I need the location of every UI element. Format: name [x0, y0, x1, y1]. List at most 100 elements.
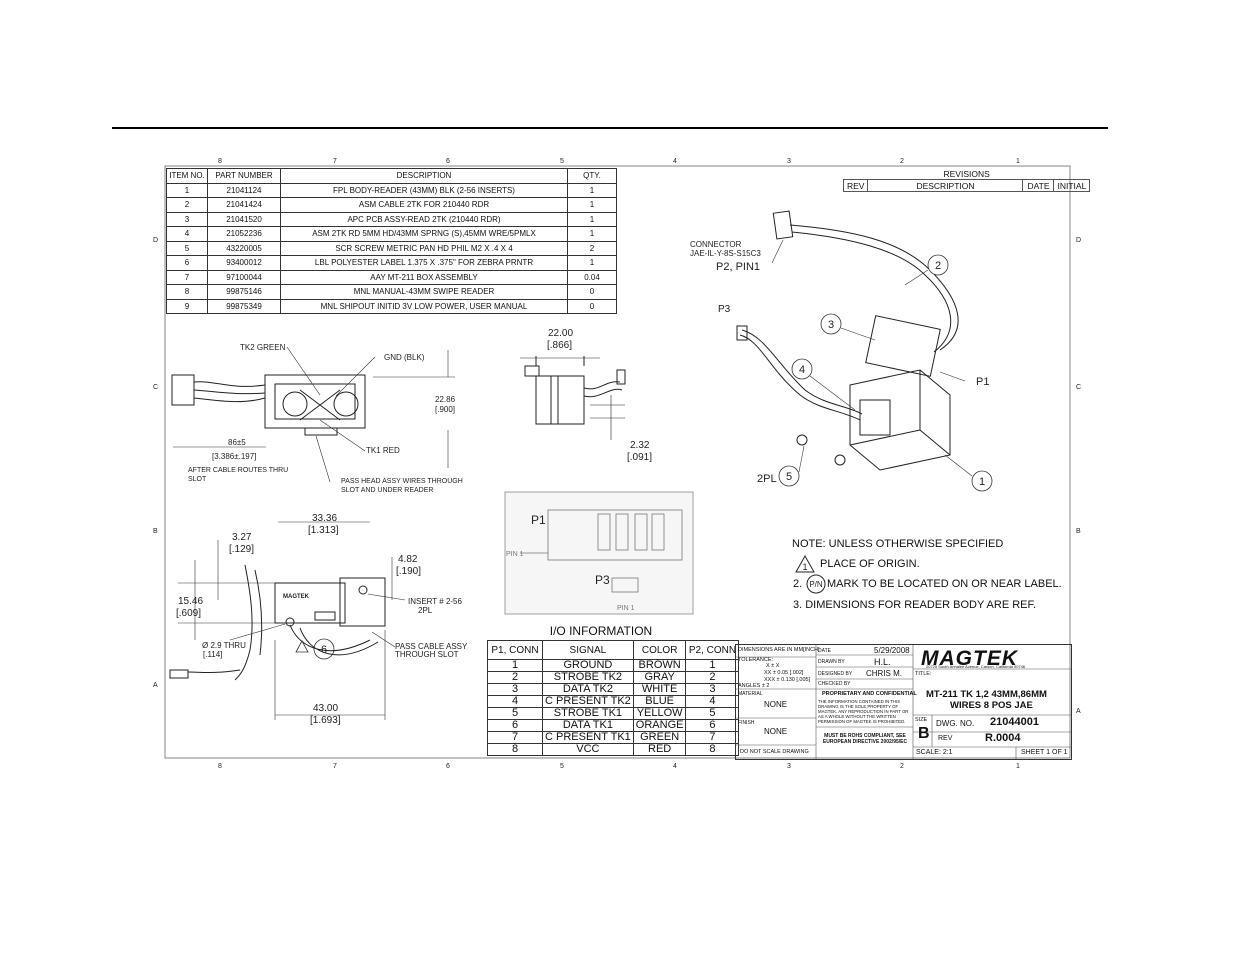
label-p1: P1: [976, 376, 989, 388]
tb-address: 20725 South Annalee Avenue, Carson, Cali…: [926, 664, 1026, 669]
tb-title-line1: MT-211 TK 1,2 43MM,86MM: [926, 689, 1047, 700]
balloon-4: 4: [799, 364, 805, 376]
zone-bottom-3: 3: [787, 763, 791, 770]
tb-rohs: MUST BE ROHS COMPLIANT, SEE EUROPEAN DIR…: [822, 733, 908, 745]
label-p3: P3: [718, 304, 731, 315]
title-block-grid: [736, 645, 1071, 759]
zone-top-4: 4: [673, 158, 677, 165]
dim-33-36-in: [1.313]: [308, 525, 339, 536]
tb-date-val: 5/29/2008: [874, 646, 910, 655]
rev-header-date: DATE: [1022, 179, 1055, 192]
io-cell: 3: [487, 683, 543, 696]
io-cell: DATA TK1: [542, 719, 634, 732]
front-view: [169, 564, 386, 681]
zone-top-2: 2: [900, 158, 904, 165]
bom-cell: 97100044: [207, 269, 281, 285]
tb-dwg-label: DWG. NO.: [936, 719, 975, 728]
tb-do-not-scale: DO NOT SCALE DRAWING: [740, 749, 809, 755]
dim-15-46-in: [.609]: [176, 608, 201, 619]
io-cell: DATA TK2: [542, 683, 634, 696]
zone-right-d: D: [1076, 237, 1081, 244]
tb-title-line2: WIRES 8 POS JAE: [950, 700, 1033, 711]
top-view: [171, 374, 366, 436]
bom-header-desc: DESCRIPTION: [280, 168, 568, 184]
io-cell: 4: [685, 695, 740, 708]
io-header-color: COLOR: [632, 640, 687, 660]
inset-p1: P1: [531, 513, 546, 527]
io-cell: 2: [685, 671, 740, 684]
dim-3-27-in: [.129]: [229, 544, 254, 555]
zone-right-b: B: [1076, 528, 1081, 535]
io-cell: STROBE TK1: [542, 707, 634, 720]
io-cell: ORANGE: [632, 719, 687, 732]
bom-header-row: ITEM NO. PART NUMBER DESCRIPTION QTY.: [166, 168, 617, 184]
io-cell: 7: [487, 731, 543, 744]
zone-bottom-8: 8: [218, 763, 222, 770]
tb-tol-xxx: XXX ± 0.130 [.005]: [764, 677, 811, 683]
note-1-mark: 1: [802, 562, 807, 572]
dim-86-in: [3.386±.197]: [212, 452, 256, 461]
io-cell: 7: [685, 731, 740, 744]
label-tk2-green: TK2 GREEN: [240, 343, 286, 352]
label-thru: Ø 2.9 THRU: [202, 641, 246, 650]
tb-sheet: SHEET 1 OF 1: [1021, 749, 1068, 756]
bom-cell: 7: [166, 269, 208, 285]
zone-bottom-1: 1: [1016, 763, 1020, 770]
label-insert: INSERT # 2-56: [408, 597, 463, 606]
bom-cell: SCR SCREW METRIC PAN HD PHIL M2 X .4 X 4: [280, 240, 568, 256]
note-1: PLACE OF ORIGIN.: [820, 558, 920, 570]
rev-header-desc: DESCRIPTION: [867, 179, 1024, 192]
io-cell: VCC: [542, 743, 634, 756]
label-2pl: 2PL: [757, 473, 777, 485]
io-cell: 5: [487, 707, 543, 720]
zone-bottom-5: 5: [560, 763, 564, 770]
label-insert-2pl: 2PL: [418, 606, 433, 615]
bom-cell: MNL SHIPOUT INITID 3V LOW POWER, USER MA…: [280, 298, 568, 314]
tb-prop-text: THE INFORMATION CONTAINED IN THIS DRAWIN…: [818, 699, 909, 724]
bom-cell: 1: [166, 182, 208, 198]
bom-cell: 99875146: [207, 284, 281, 300]
bom-cell: ASM 2TK RD 5MM HD/43MM SPRNG (S),45MM WR…: [280, 226, 568, 242]
rev-header-initial: INITIAL: [1053, 179, 1091, 192]
tb-finish: FINISH: [738, 720, 755, 726]
inset-p3: P3: [595, 573, 610, 587]
dim-2-32-in: [.091]: [627, 452, 652, 463]
io-cell: RED: [632, 743, 687, 756]
bom-cell: 1: [567, 255, 617, 271]
zone-top-8: 8: [218, 158, 222, 165]
io-cell: BLUE: [632, 695, 687, 708]
bom-cell: 99875349: [207, 298, 281, 314]
tb-size-val: B: [918, 725, 930, 742]
zone-bottom-7: 7: [333, 763, 337, 770]
revisions-table: REVISIONS REV DESCRIPTION DATE INITIAL: [842, 168, 1091, 192]
magtek-logo: MAGTEK: [921, 647, 1018, 670]
iso-view: [736, 210, 959, 471]
dim-4-82: 4.82: [398, 554, 418, 565]
bom-cell: ASM CABLE 2TK FOR 210440 RDR: [280, 197, 568, 213]
bom-cell: 5: [166, 240, 208, 256]
zone-left-d: D: [153, 237, 158, 244]
io-cell: 6: [487, 719, 543, 732]
io-cell: GREEN: [632, 731, 687, 744]
io-cell: 8: [487, 743, 543, 756]
tb-rev-val: R.0004: [985, 732, 1021, 744]
tb-tol-angles: ANGLES ± 2: [738, 683, 770, 689]
tb-checked-label: CHECKED BY: [818, 681, 851, 687]
io-header-p2: P2, CONN: [685, 640, 740, 660]
bom-cell: 43220005: [207, 240, 281, 256]
zone-right-c: C: [1076, 384, 1081, 391]
bom-cell: 21041124: [207, 182, 281, 198]
io-cell: 8: [685, 743, 740, 756]
label-after-cable-2: SLOT: [188, 476, 207, 483]
bom-cell: 4: [166, 226, 208, 242]
bom-header-item: ITEM NO.: [166, 168, 208, 184]
io-cell: WHITE: [632, 683, 687, 696]
